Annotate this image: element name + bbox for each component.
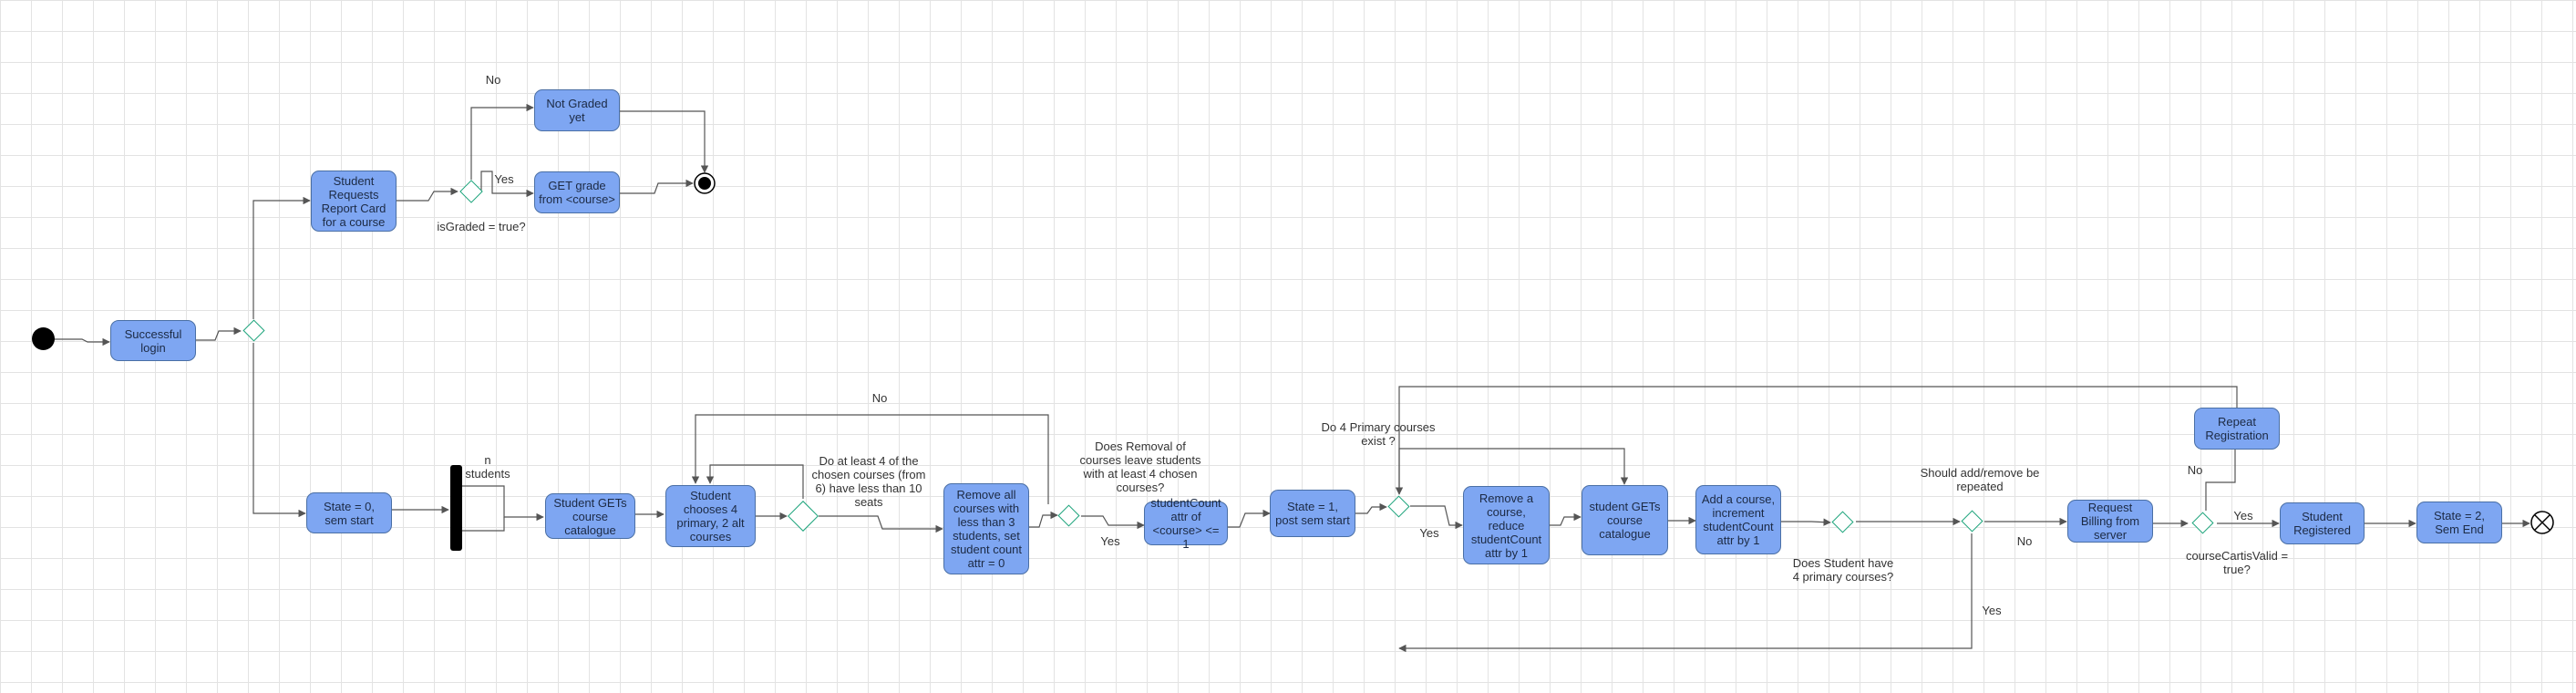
edge-remove-catalogue: [1550, 512, 1582, 526]
label-yes-cart: Yes: [2233, 509, 2253, 522]
label-yes-removal: Yes: [1100, 534, 1120, 548]
node-chooses-courses: Student chooses 4 primary, 2 alt courses: [665, 485, 756, 547]
node-get-catalogue-2: student GETs course catalogue: [1582, 485, 1668, 555]
node-student-count: studentCount attr of <course> <= 1: [1144, 496, 1228, 551]
edge-d7-yes-loop: [1398, 533, 1973, 653]
node-successful-login: Successful login: [110, 320, 196, 361]
fork-bar: [450, 465, 462, 551]
edge-d1-state0: [252, 343, 306, 518]
node-student-registered: Student Registered: [2280, 502, 2365, 544]
edge-removeall-d4: [1029, 511, 1058, 528]
edge-studentcount-state1: [1228, 509, 1271, 528]
edge-d2-getgrade: [480, 171, 534, 198]
node-state-1: State = 1, post sem start: [1270, 490, 1355, 537]
node-remove-all-courses: Remove all courses with less than 3 stud…: [943, 483, 1029, 574]
label-removal-question: Does Removal of courses leave students w…: [1079, 440, 1201, 494]
edge-report-d2: [397, 187, 459, 202]
label-no-repeat: No: [2016, 534, 2033, 548]
edge-d1-report: [252, 196, 311, 319]
node-state-0: State = 0, sem start: [306, 492, 392, 533]
label-no-top: No: [485, 73, 501, 87]
node-remove-course: Remove a course, reduce studentCount att…: [1463, 486, 1550, 564]
node-repeat-registration: Repeat Registration: [2194, 408, 2280, 450]
label-yes-grade: Yes: [494, 172, 514, 186]
edge-d8-repeat: [2205, 440, 2240, 511]
edge-repeat-d5-loop: [1395, 386, 2238, 495]
edge-notgraded-end: [620, 110, 709, 173]
edge-d4-no-loop: [691, 414, 1049, 504]
label-no-cart: No: [2187, 463, 2203, 477]
edge-login-d1: [196, 326, 242, 341]
label-add-remove-repeat: Should add/remove be repeated: [1920, 466, 2040, 493]
node-get-catalogue-1: Student GETs course catalogue: [545, 493, 635, 539]
edge-getgrade-end: [620, 179, 694, 194]
node-request-billing: Request Billing from server: [2067, 500, 2153, 543]
edge-state1-d5: [1355, 502, 1387, 514]
label-yes-primary: Yes: [1419, 526, 1439, 540]
final-node-x: [2530, 511, 2554, 534]
edge-d3-chooses-loop: [706, 464, 804, 499]
label-is-graded: isGraded = true?: [437, 220, 526, 233]
node-state-2: State = 2, Sem End: [2416, 502, 2502, 543]
edge-start-login: [53, 337, 110, 346]
edge-d4-studentcount: [1081, 515, 1145, 530]
label-n-students: n students: [465, 453, 510, 481]
edge-fork-catalogue-b: [460, 517, 505, 532]
node-not-graded: Not Graded yet: [534, 89, 620, 131]
start-node: [32, 327, 55, 350]
label-have-four: Does Student have 4 primary courses?: [1792, 556, 1894, 584]
end-node-top: [694, 172, 716, 194]
edge-fork-catalogue-a: [460, 485, 544, 522]
label-yes-repeat: Yes: [1982, 604, 2002, 617]
node-add-course: Add a course, increment studentCount att…: [1695, 485, 1781, 554]
edge-d3-removeall: [819, 515, 943, 533]
node-get-grade: GET grade from <course>: [534, 171, 620, 213]
edge-d5-remove: [1410, 505, 1463, 530]
node-report-card-request: Student Requests Report Card for a cours…: [311, 171, 397, 232]
label-four-primary-exist: Do 4 Primary courses exist ?: [1321, 420, 1436, 448]
edge-d2-notgraded: [470, 103, 534, 180]
label-four-chosen: Do at least 4 of the chosen courses (fro…: [811, 454, 926, 509]
label-no-mid: No: [871, 391, 888, 405]
label-cart-valid: courseCartisValid = true?: [2185, 549, 2289, 576]
